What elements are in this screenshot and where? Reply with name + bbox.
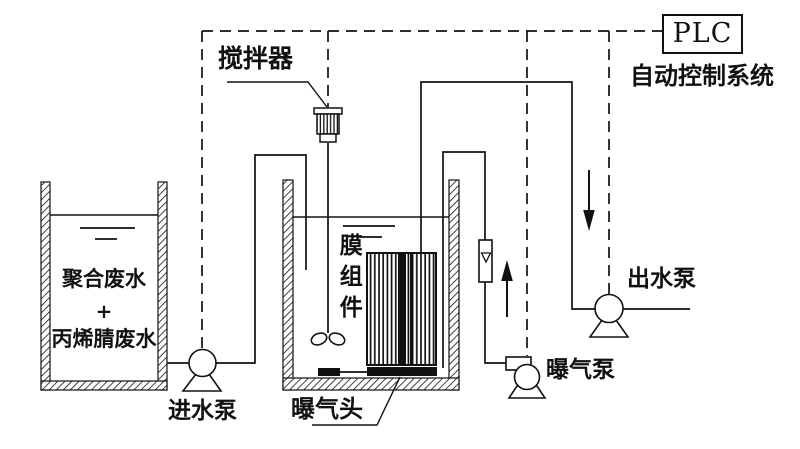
control-signal-lines	[201, 30, 663, 356]
stirrer-motor-icon	[319, 133, 337, 143]
down-arrow-icon	[583, 210, 595, 231]
aeration-pump-label: 曝气泵	[546, 356, 615, 383]
flow-arrows	[501, 170, 595, 317]
aeration-head-graphic	[312, 367, 437, 426]
control-system-label: 自动控制系统	[630, 61, 774, 90]
feed-tank-bottom	[40, 380, 168, 391]
stirrer-leader-line	[227, 81, 328, 108]
stirrer-impeller-icon	[310, 332, 328, 346]
stirrer-assembly	[227, 81, 346, 346]
bioreactor-bottom	[282, 377, 460, 391]
feed-tank-label-plus: +	[95, 299, 113, 323]
stirrer-impeller-icon	[328, 332, 346, 346]
pump-body	[513, 363, 541, 391]
plc-box	[662, 14, 743, 54]
bioreactor-right-wall	[448, 179, 460, 391]
aeration-pump-symbol	[505, 356, 547, 399]
air-pipe	[484, 282, 509, 364]
process-pipes	[167, 81, 690, 373]
aeration-head-label: 曝气头	[291, 394, 363, 423]
permeate-pipe	[420, 81, 596, 310]
feed-tank	[40, 181, 168, 391]
aeration-diffuser	[367, 367, 437, 376]
stirrer-label: 搅拌器	[218, 44, 294, 73]
bioreactor-left-wall	[282, 179, 294, 391]
membrane-module-label: 膜组件	[335, 233, 363, 326]
aeration-head-leader-line	[312, 376, 401, 426]
pump-body	[594, 293, 624, 324]
inlet-pump-label: 进水泵	[168, 397, 237, 424]
feed-pipe	[216, 154, 307, 364]
membrane-module-graphic	[366, 252, 437, 366]
outlet-pump-label: 出水泵	[627, 265, 696, 292]
stirrer-motor-icon	[316, 113, 340, 135]
membrane-dark-band	[410, 254, 413, 364]
plc-label: PLC	[672, 18, 733, 49]
aeration-diffuser	[318, 368, 340, 376]
outlet-pump-symbol	[588, 293, 630, 338]
flow-meter-float	[480, 252, 492, 264]
up-arrow-icon	[501, 260, 513, 281]
feed-tank-label-line1: 聚合废水	[62, 266, 146, 291]
feed-tank-label-line2: 丙烯腈废水	[51, 326, 157, 351]
pump-body	[188, 348, 217, 378]
inlet-pump-symbol	[181, 348, 223, 392]
air-pipe	[442, 151, 486, 368]
membrane-dark-band	[398, 254, 406, 364]
stirrer-motor-icon	[313, 107, 343, 115]
flow-meter-icon	[478, 239, 493, 283]
bioreactor-tank	[282, 179, 460, 391]
